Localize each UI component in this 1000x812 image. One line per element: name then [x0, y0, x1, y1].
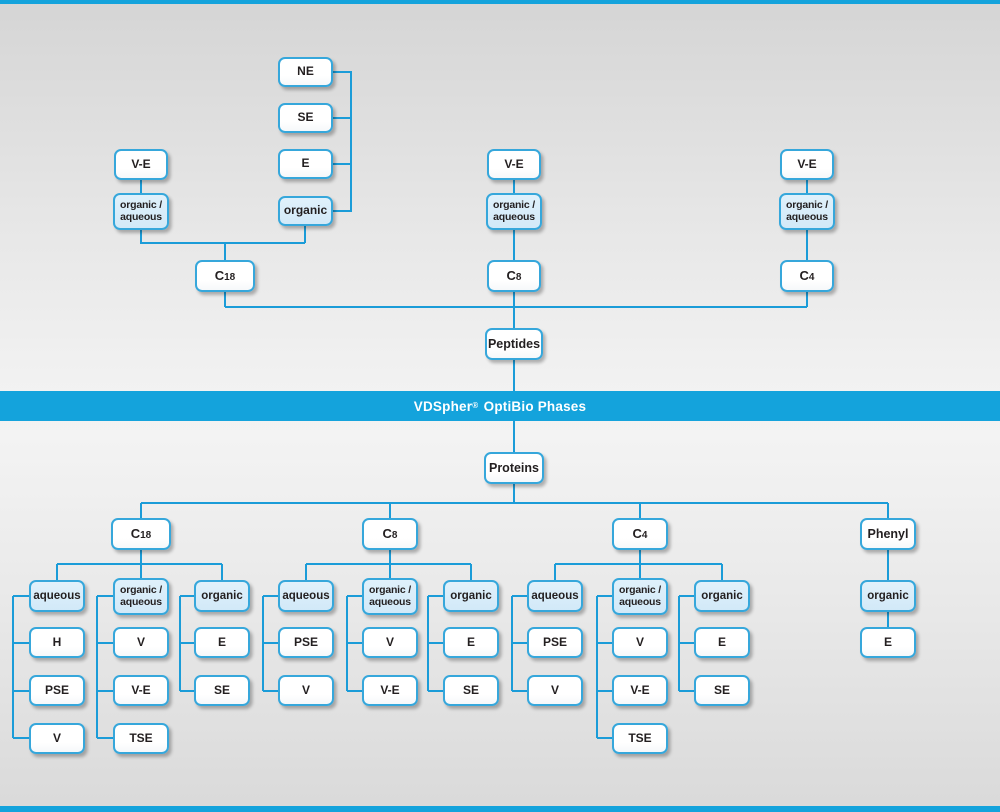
node-top-c18-orgaq-item-ve: V-E [114, 149, 168, 180]
node-bot-c4-aqueous-item-v: V [527, 675, 583, 706]
node-bot-c4-orgaq-item-v: V [612, 627, 668, 658]
phase-label-sub: 18 [224, 271, 236, 283]
banner-title: VDSpher®OptiBio Phases [0, 391, 1000, 421]
node-bot-c4-orgaq-item-tse: TSE [612, 723, 668, 754]
phase-label-sub: 4 [808, 271, 815, 283]
phase-label-sub: 8 [391, 529, 398, 541]
connector-bot-c4-organic [678, 595, 694, 692]
node-bot-c18-aqueous-item-h: H [29, 627, 85, 658]
node-bot-c18-organic-item-e: E [194, 627, 250, 658]
node-bot-phenyl-mode-organic: organic [860, 580, 916, 612]
node-bot-c4-organic-item-se: SE [694, 675, 750, 706]
node-bot-phenyl: Phenyl [860, 518, 916, 550]
node-bot-c4-mode-organic: organic [694, 580, 750, 612]
phase-label: C [799, 267, 809, 283]
node-top-c18-mode-orgaq: organic / aqueous [113, 193, 169, 230]
connector-bot-c8-organic [427, 595, 443, 692]
node-bot-c18-mode-organic: organic [194, 580, 250, 612]
connector-bot-c4-groups [554, 550, 723, 580]
node-proteins-root: Proteins [484, 452, 544, 484]
connector-bot-c18-orgaq [96, 595, 113, 739]
node-bot-c8-organic-item-e: E [443, 627, 499, 658]
phase-label: C [214, 267, 225, 283]
phase-label-sub: 18 [140, 529, 152, 541]
node-top-c18-organic-item-e: E [278, 149, 333, 179]
banner-rest: OptiBio Phases [483, 398, 587, 414]
phase-label-sub: 8 [515, 271, 522, 283]
node-top-c18-mode-organic: organic [278, 196, 333, 226]
phase-label: C [632, 525, 642, 541]
node-bot-c18-orgaq-item-v: V [113, 627, 169, 658]
phase-label: C [382, 525, 392, 541]
node-bot-c8-mode-aqueous: aqueous [278, 580, 334, 612]
phase-label-sub: 4 [641, 529, 648, 541]
node-top-c8-orgaq-item-ve: V-E [487, 149, 541, 180]
phase-label: C [506, 267, 516, 283]
node-bot-c8-aqueous-item-v: V [278, 675, 334, 706]
connector-bot-c8-aqueous [262, 595, 278, 692]
connector-bot-c18-groups [56, 550, 223, 580]
node-bot-c18-aqueous-item-pse: PSE [29, 675, 85, 706]
node-top-c4-orgaq-item-ve: V-E [780, 149, 834, 180]
connector-bot-c8-groups [305, 550, 472, 580]
phase-label: C [130, 525, 141, 541]
node-bot-c18-mode-aqueous: aqueous [29, 580, 85, 612]
node-bot-c4-aqueous-item-pse: PSE [527, 627, 583, 658]
node-bot-c18-organic-item-se: SE [194, 675, 250, 706]
node-bot-c4-mode-aqueous: aqueous [527, 580, 583, 612]
node-bot-phenyl-organic-item-e: E [860, 627, 916, 658]
node-top-c18-organic-item-ne: NE [278, 57, 333, 87]
node-bot-c8-orgaq-item-ve: V-E [362, 675, 418, 706]
connector-bot-c8-orgaq [346, 595, 362, 692]
node-bot-c8-aqueous-item-pse: PSE [278, 627, 334, 658]
node-bot-c8-mode-orgaq: organic / aqueous [362, 578, 418, 615]
node-bot-c4-mode-orgaq: organic / aqueous [612, 578, 668, 615]
connector-bot-c18-aqueous [12, 595, 29, 739]
node-bot-c4-orgaq-item-ve: V-E [612, 675, 668, 706]
node-peptides-root: Peptides [485, 328, 543, 360]
node-top-c4-mode-orgaq: organic / aqueous [779, 193, 835, 230]
bottom-accent-bar [0, 806, 1000, 812]
connector-top-organic-bracket [333, 71, 352, 212]
node-bot-c18-mode-orgaq: organic / aqueous [113, 578, 169, 615]
node-bot-c18-aqueous-item-v: V [29, 723, 85, 754]
node-bot-c8-organic-item-se: SE [443, 675, 499, 706]
banner-brand: VDSpher [413, 398, 473, 414]
node-bot-c4-organic-item-e: E [694, 627, 750, 658]
node-top-c18-organic-item-se: SE [278, 103, 333, 133]
node-top-c8-mode-orgaq: organic / aqueous [486, 193, 542, 230]
node-bot-c18-orgaq-item-ve: V-E [113, 675, 169, 706]
connector-bot-c4-orgaq [596, 595, 612, 739]
node-bot-c8-mode-organic: organic [443, 580, 499, 612]
connector-bot-c18-organic [179, 595, 194, 692]
connector-bot-c4-aqueous [511, 595, 527, 692]
node-bot-c18-orgaq-item-tse: TSE [113, 723, 169, 754]
top-accent-bar [0, 0, 1000, 4]
node-bot-c8-orgaq-item-v: V [362, 627, 418, 658]
